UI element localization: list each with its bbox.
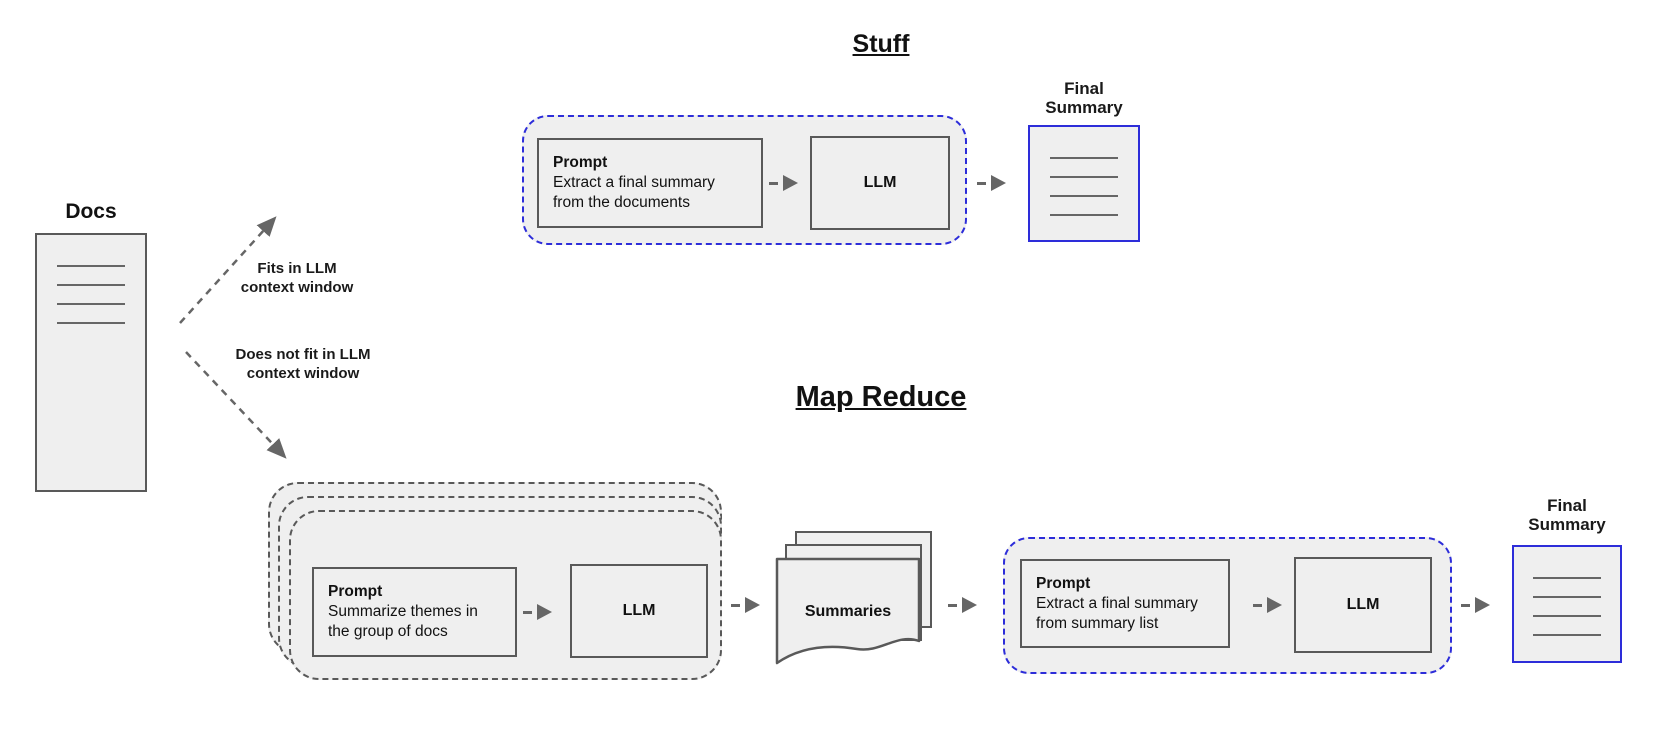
reduce-prompt-line1: Extract a final summary (1036, 594, 1198, 612)
does-not-fit-dashed-arrow-icon (185, 351, 287, 459)
doc-text-line (57, 322, 125, 324)
doc-text-line (1050, 195, 1118, 197)
reduce-llm-node: LLM (1294, 557, 1432, 653)
map-prompt-node: Prompt Summarize themes in the group of … (312, 567, 517, 657)
summaries-sheet-front-icon (775, 557, 921, 665)
map-llm-node: LLM (570, 564, 708, 658)
reduce-final-summary-label: Final Summary (1507, 496, 1627, 534)
map-prompt-line1: Summarize themes in (328, 603, 478, 620)
map-prompt-to-llm-arrow-icon (523, 604, 552, 620)
stuff-prompt-line1: Extract a final summary (553, 174, 715, 191)
doc-text-line (1533, 634, 1601, 636)
doc-text-line (1533, 596, 1601, 598)
map-to-summaries-arrow-icon (731, 597, 760, 613)
doc-text-line (57, 284, 125, 286)
reduce-prompt-node: Prompt Extract a final summary from summ… (1020, 559, 1230, 648)
stuff-final-summary-label: Final Summary (1024, 79, 1144, 117)
summaries-label: Summaries (804, 603, 892, 620)
fits-branch-label: Fits in LLM context window (217, 259, 377, 297)
does-not-fit-branch-label: Does not fit in LLM context window (203, 345, 403, 383)
fits-branch-label-line1: Fits in LLM (257, 260, 337, 277)
doc-text-line (1050, 214, 1118, 216)
doc-text-line (57, 265, 125, 267)
reduce-to-final-summary-arrow-icon (1461, 597, 1490, 613)
stuff-prompt-title: Prompt (553, 154, 608, 171)
stuff-title: Stuff (852, 30, 910, 58)
doc-text-line (1533, 577, 1601, 579)
docs-document-icon (35, 233, 147, 492)
doc-text-line (1050, 157, 1118, 159)
stuff-prompt-node: Prompt Extract a final summary from the … (537, 138, 763, 228)
stuff-prompt-to-llm-arrow-icon (769, 175, 798, 191)
doc-text-line (1050, 176, 1118, 178)
reduce-prompt-line2: from summary list (1036, 614, 1159, 632)
does-not-fit-branch-label-line2: context window (246, 365, 360, 382)
map-prompt-line2: the group of docs (328, 623, 448, 640)
doc-text-line (57, 303, 125, 305)
map-reduce-title: Map Reduce (795, 381, 967, 413)
reduce-final-summary-label-line1: Final (1547, 496, 1587, 515)
stuff-llm-node: LLM (810, 136, 950, 230)
reduce-prompt-title: Prompt (1036, 574, 1091, 592)
stuff-final-summary-label-line2: Summary (1045, 98, 1123, 117)
fits-dashed-arrow-icon (179, 216, 277, 324)
branch-arrows-icon (179, 216, 287, 459)
stuff-final-summary-document-icon (1028, 125, 1140, 242)
docs-label: Docs (65, 200, 117, 223)
stuff-final-summary-label-line1: Final (1064, 79, 1104, 98)
reduce-prompt-to-llm-arrow-icon (1253, 597, 1282, 613)
reduce-final-summary-document-icon (1512, 545, 1622, 663)
stuff-to-final-summary-arrow-icon (977, 175, 1006, 191)
reduce-final-summary-label-line2: Summary (1528, 515, 1606, 534)
doc-text-line (1533, 615, 1601, 617)
summaries-to-reduce-arrow-icon (948, 597, 977, 613)
fits-branch-label-line2: context window (240, 279, 354, 296)
map-prompt-title: Prompt (328, 583, 383, 600)
does-not-fit-branch-label-line1: Does not fit in LLM (235, 346, 371, 363)
stuff-prompt-line2: from the documents (553, 194, 690, 211)
